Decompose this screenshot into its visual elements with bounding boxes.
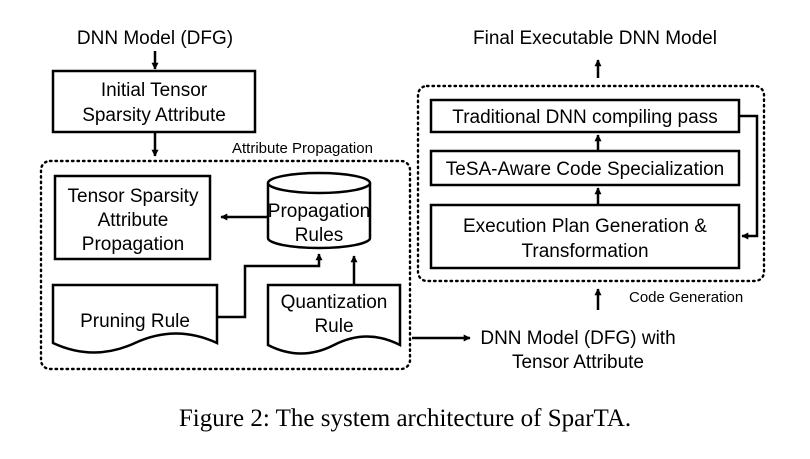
code-generation-group [416,84,766,283]
tsap-line-1: Tensor Sparsity [68,186,199,207]
initial-box-line-2: Sparsity Attribute [82,105,226,126]
attribute-propagation-group [39,159,412,371]
propagation-rules-line-1: Propagation [268,201,370,222]
pruning-rule-label: Pruning Rule [80,311,190,332]
code-generation-label: Code Generation [629,289,743,306]
output-model-line-2: Tensor Attribute [512,352,644,373]
attribute-propagation-label: Attribute Propagation [232,140,373,157]
traditional-compiling-pass-label: Traditional DNN compiling pass [452,107,717,128]
tensor-sparsity-attribute-propagation-box [53,174,212,261]
final-executable-model-label: Final Executable DNN Model [473,28,717,49]
execution-plan-line-1: Execution Plan Generation & [463,216,707,237]
tesa-code-specialization-label: TeSA-Aware Code Specialization [446,159,724,180]
execution-plan-line-2: Transformation [521,241,648,262]
tesa-code-specialization-box [429,149,741,187]
quantization-rule-document [266,283,402,355]
output-model-line-1: DNN Model (DFG) with [480,328,675,349]
figure-caption: Figure 2: The system architecture of Spa… [179,405,631,432]
arrow-traditional-loop-to-exec [740,114,759,240]
execution-plan-box [429,203,741,270]
tsap-line-2: Attribute [98,210,169,231]
pruning-rule-document [51,283,219,354]
tsap-line-3: Propagation [82,234,184,255]
quantization-rule-line-2: Rule [314,316,353,337]
propagation-rules-line-2: Rules [295,225,344,246]
propagation-rules-cylinder [266,171,372,250]
quantization-rule-line-1: Quantization [281,292,388,313]
initial-box-line-1: Initial Tensor [101,80,208,101]
initial-tensor-sparsity-attribute-box [51,69,257,134]
traditional-compiling-pass-box [429,98,741,134]
arrow-pruning-to-rules [218,253,323,319]
input-model-label: DNN Model (DFG) [77,28,233,49]
